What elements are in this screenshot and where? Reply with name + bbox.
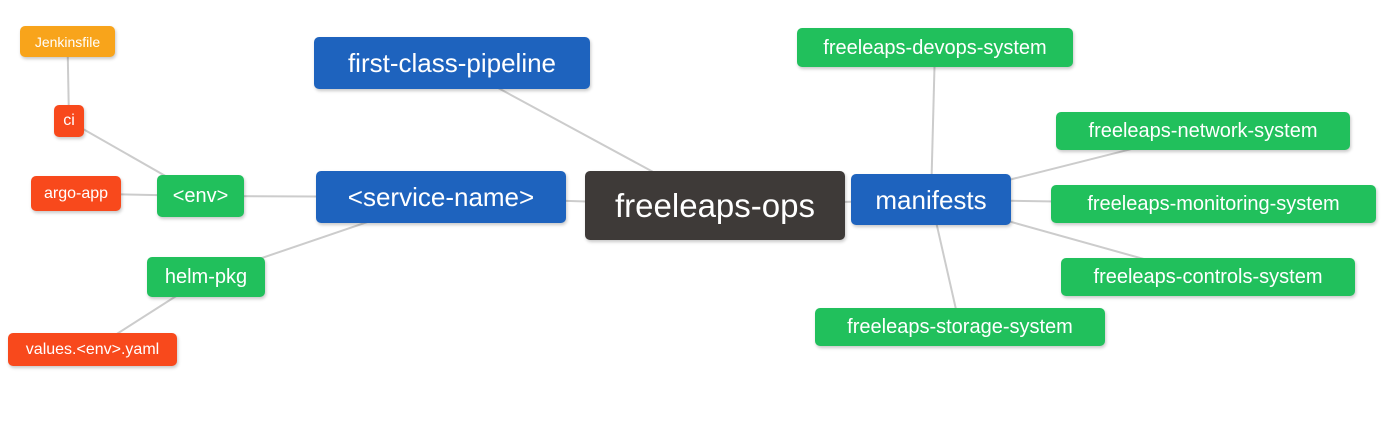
node-first-class-pipeline[interactable]: first-class-pipeline bbox=[314, 37, 590, 89]
node-label: freeleaps-ops bbox=[615, 187, 815, 224]
node-service-name[interactable]: <service-name> bbox=[316, 171, 566, 223]
node-label: freeleaps-network-system bbox=[1088, 120, 1318, 142]
node-label: argo-app bbox=[43, 184, 109, 202]
node-freeleaps-network-system[interactable]: freeleaps-network-system bbox=[1056, 112, 1350, 150]
node-freeleaps-devops-system[interactable]: freeleaps-devops-system bbox=[797, 28, 1073, 67]
node-env[interactable]: <env> bbox=[157, 175, 244, 217]
node-argo-app[interactable]: argo-app bbox=[31, 176, 121, 211]
node-label: freeleaps-controls-system bbox=[1093, 266, 1323, 288]
node-label: ci bbox=[63, 112, 75, 129]
node-label: <service-name> bbox=[347, 182, 535, 212]
node-label: first-class-pipeline bbox=[347, 48, 557, 78]
node-freeleaps-storage-system[interactable]: freeleaps-storage-system bbox=[815, 308, 1105, 346]
node-jenkinsfile[interactable]: Jenkinsfile bbox=[20, 26, 115, 57]
node-label: freeleaps-storage-system bbox=[847, 316, 1073, 338]
node-freeleaps-monitoring-system[interactable]: freeleaps-monitoring-system bbox=[1051, 185, 1376, 223]
node-label: freeleaps-devops-system bbox=[823, 36, 1047, 59]
node-label: manifests bbox=[875, 184, 987, 215]
node-label: <env> bbox=[172, 185, 229, 207]
node-label: helm-pkg bbox=[164, 266, 248, 288]
node-ci[interactable]: ci bbox=[54, 105, 84, 137]
node-label: freeleaps-monitoring-system bbox=[1087, 193, 1340, 215]
node-freeleaps-controls-system[interactable]: freeleaps-controls-system bbox=[1061, 258, 1355, 296]
node-manifests[interactable]: manifests bbox=[851, 174, 1011, 225]
node-label: values.<env>.yaml bbox=[25, 340, 160, 358]
node-label: Jenkinsfile bbox=[34, 33, 101, 50]
node-helm-pkg[interactable]: helm-pkg bbox=[147, 257, 265, 297]
node-freeleaps-ops[interactable]: freeleaps-ops bbox=[585, 171, 845, 240]
node-values-env-yaml[interactable]: values.<env>.yaml bbox=[8, 333, 177, 366]
